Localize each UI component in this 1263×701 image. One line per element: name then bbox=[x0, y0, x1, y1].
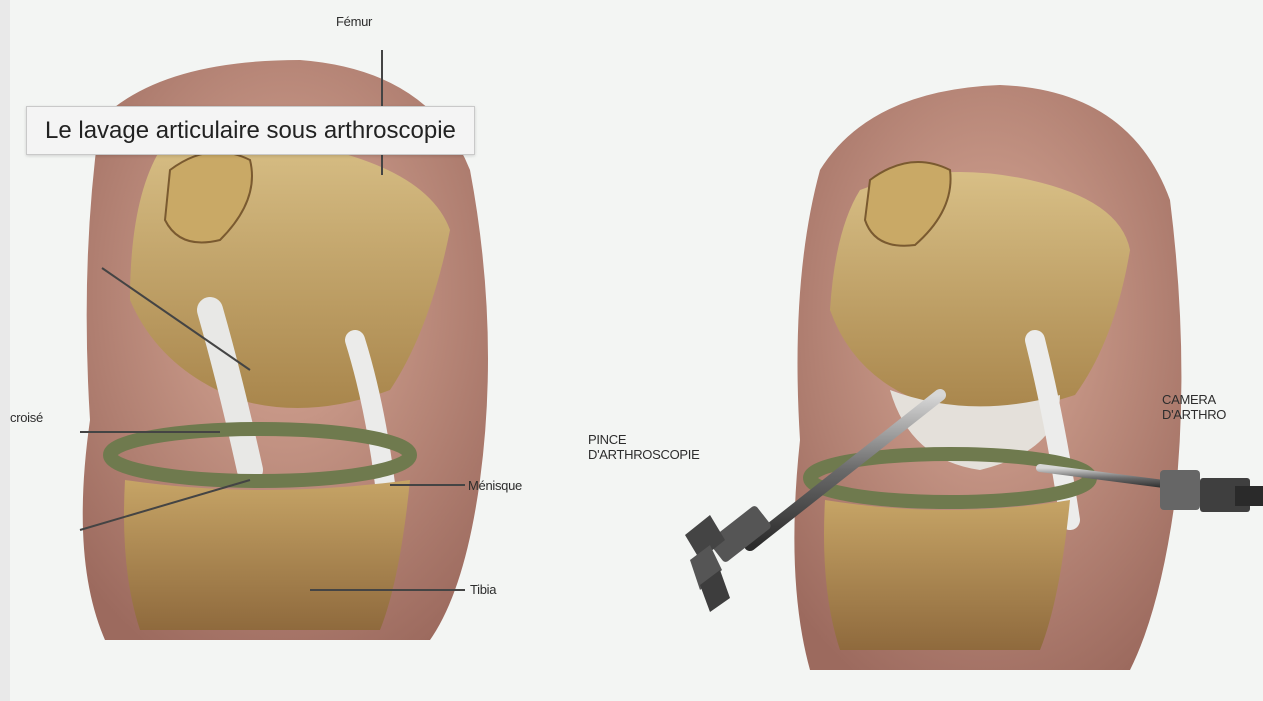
label-tibia: Tibia bbox=[470, 582, 496, 597]
label-camera: CAMERA D'ARTHRO bbox=[1162, 392, 1226, 422]
right-tibia bbox=[824, 500, 1070, 650]
left-tibia bbox=[124, 480, 410, 630]
right-knee bbox=[794, 85, 1181, 670]
label-croise: croisé bbox=[10, 410, 43, 425]
image-title-tooltip: Le lavage articulaire sous arthroscopie bbox=[26, 106, 475, 155]
label-menisque: Ménisque bbox=[468, 478, 522, 493]
label-pince: PINCE D'ARTHROSCOPIE bbox=[588, 432, 699, 462]
label-femur: Fémur bbox=[336, 14, 372, 29]
